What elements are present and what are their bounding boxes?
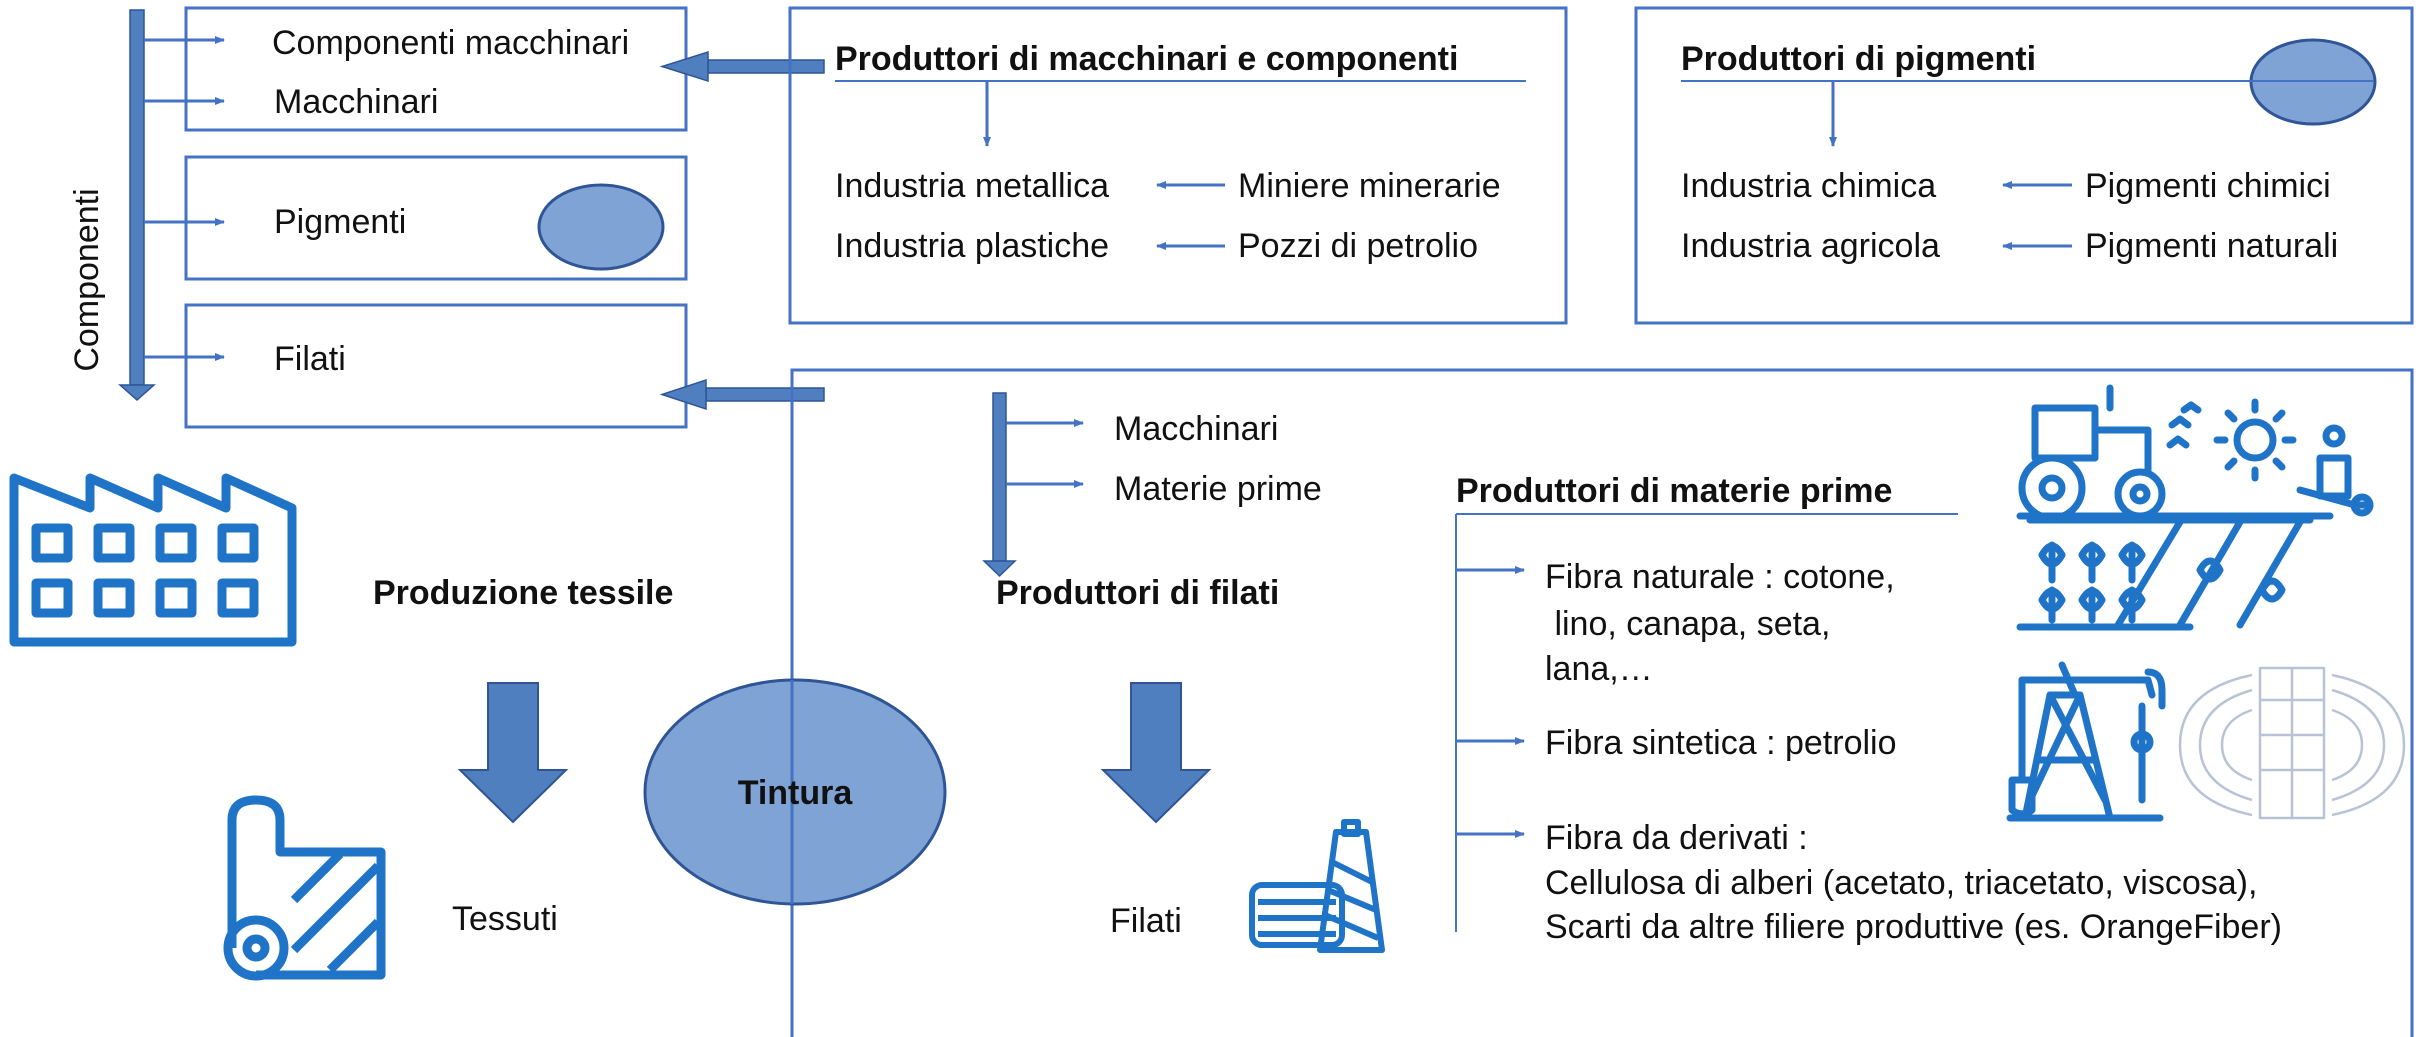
textile-down-arrow: [457, 682, 569, 824]
fiber-panel-icon: [2178, 666, 2406, 820]
components-vertical-arrow-head: [118, 384, 156, 402]
synthetic-fiber-line-1: Fibra sintetica : petrolio: [1545, 724, 1897, 762]
pigments-row2-source: Pigmenti naturali: [2085, 227, 2338, 265]
machinery-row2-target: Industria plastiche: [835, 227, 1109, 265]
derived-fiber-line-3: Scarti da altre filiere produttive (es. …: [1545, 908, 2282, 946]
machinery-producers-box: Produttori di macchinari e componenti In…: [788, 6, 1568, 325]
machinery-row1-source: Miniere minerarie: [1238, 167, 1501, 205]
pigments-row1-source: Pigmenti chimici: [2085, 167, 2331, 205]
dye-label: Tintura: [738, 774, 854, 812]
components-box-pigments: [184, 155, 688, 281]
dye-ellipse: [643, 678, 947, 906]
box2-label: Pigmenti: [274, 203, 406, 241]
factory-icon: [9, 473, 297, 647]
pigments-row2-target: Industria agricola: [1681, 227, 1940, 265]
machinery-row1-target: Industria metallica: [835, 167, 1109, 205]
fabric-roll-icon: [223, 795, 386, 981]
feed-arrow-yarn: [659, 378, 825, 411]
yarn-vertical-arrow-shaft: [992, 392, 1007, 562]
box1-line-2: Macchinari: [274, 83, 438, 121]
textile-production-title: Produzione tessile: [373, 574, 673, 612]
tractor-farm-icon: [2016, 384, 2374, 631]
derived-fiber-line-2: Cellulosa di alberi (acetato, triacetato…: [1545, 864, 2257, 902]
natural-fiber-line-2: lino, canapa, seta,: [1545, 605, 1830, 643]
natural-fiber-line-3: lana,…: [1545, 650, 1653, 688]
yarn-input-machinery: Macchinari: [1114, 410, 1278, 448]
machinery-row2-source: Pozzi di petrolio: [1238, 227, 1478, 265]
yarn-spool-icon: [1249, 819, 1385, 953]
yarn-input-raw: Materie prime: [1114, 470, 1322, 508]
pigments-row1-target: Industria chimica: [1681, 167, 1936, 205]
machinery-title: Produttori di macchinari e componenti: [835, 40, 1458, 78]
components-vertical-arrow-shaft: [129, 9, 145, 386]
pigments-title: Produttori di pigmenti: [1681, 40, 2036, 78]
pigment-ellipse-small: [537, 183, 665, 271]
fabrics-label: Tessuti: [452, 900, 558, 938]
feed-arrow-machinery: [659, 50, 825, 83]
pigment-producers-box: Produttori di pigmenti Industria chimica…: [1634, 6, 2414, 325]
box1-line-1: Componenti macchinari: [272, 24, 629, 62]
yarn-down-arrow: [1100, 682, 1212, 824]
derived-fiber-line-1: Fibra da derivati :: [1545, 819, 1808, 857]
yarn-producers-title: Produttori di filati: [996, 574, 1279, 612]
oil-pump-icon: [2006, 661, 2166, 822]
vertical-label-componenti: Componenti: [68, 188, 106, 371]
yarn-vertical-arrow-head: [982, 560, 1017, 578]
box3-label: Filati: [274, 340, 346, 378]
yarn-output-label: Filati: [1110, 902, 1182, 940]
components-box-yarn: [184, 303, 688, 429]
raw-materials-title: Produttori di materie prime: [1456, 472, 1892, 510]
natural-fiber-line-1: Fibra naturale : cotone,: [1545, 558, 1895, 596]
left-component-column: Componenti Componenti macchinari Macchin…: [68, 6, 688, 429]
